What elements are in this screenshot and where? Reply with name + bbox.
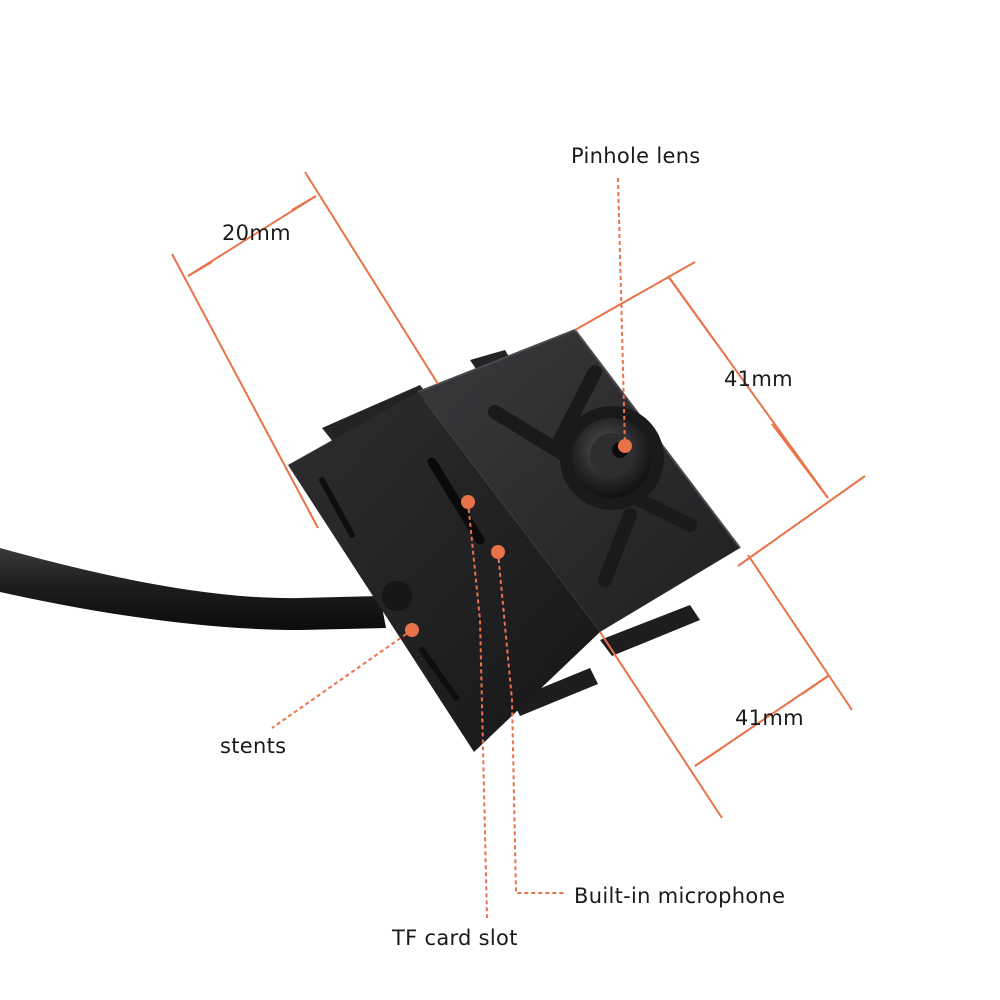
stents-bracket [322, 350, 700, 716]
dot-microphone [491, 545, 505, 559]
dot-pinhole-lens [618, 439, 632, 453]
leader-pinhole-lens [617, 177, 626, 447]
leader-microphone [497, 551, 565, 894]
camera-cable [0, 548, 386, 630]
label-height-41mm: 41mm [735, 706, 804, 730]
callout-dots [405, 439, 632, 637]
tf-card-slot [427, 457, 485, 545]
camera-side-face [288, 392, 600, 752]
label-pinhole-lens: Pinhole lens [571, 144, 701, 168]
leader-stents [271, 629, 413, 729]
lens-mount-ridges [488, 365, 697, 587]
label-tf-card-slot: TF card slot [392, 926, 518, 950]
label-stents: stents [220, 734, 287, 758]
dot-stents [405, 623, 419, 637]
dim-41mm-bottom-line-1 [747, 554, 853, 711]
label-depth-41mm: 41mm [724, 367, 793, 391]
label-built-in-microphone: Built-in microphone [574, 884, 786, 908]
pinhole-lens [560, 406, 664, 510]
leader-tf-card-slot [467, 501, 488, 919]
dim-41mm-bottom-line-2 [599, 631, 723, 819]
dim-41mm-right-line [737, 475, 866, 567]
callout-leaders [271, 177, 626, 919]
dot-tf-card-slot [461, 495, 475, 509]
dim-41mm-top-line [574, 261, 696, 331]
dim-20mm-line-1 [171, 253, 319, 529]
dim-20mm-line-2 [304, 171, 439, 385]
bracket-slots [319, 477, 459, 701]
label-width-20mm: 20mm [222, 221, 291, 245]
dimension-lines [171, 171, 866, 819]
